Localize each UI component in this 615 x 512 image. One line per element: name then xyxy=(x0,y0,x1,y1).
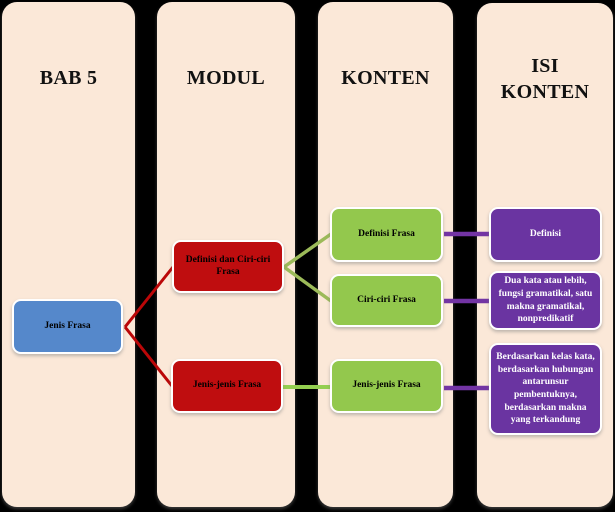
node-isi-definisi: Definisi xyxy=(489,207,602,262)
node-isi-jenis: Berdasarkan kelas kata, berdasarkan hubu… xyxy=(489,343,602,435)
column-header-konten: KONTEN xyxy=(341,67,430,89)
node-label: Dua kata atau lebih, fungsi gramatikal, … xyxy=(498,276,593,325)
column-header-isi-konten: ISI KONTEN xyxy=(500,55,590,103)
node-label: Jenis-jenis Frasa xyxy=(352,380,421,391)
node-label: Berdasarkan kelas kata, berdasarkan hubu… xyxy=(496,352,595,426)
column-bab5: BAB 5 xyxy=(2,2,135,507)
node-label: Definisi dan Ciri-ciri Frasa xyxy=(185,255,271,277)
column-header-bab5: BAB 5 xyxy=(39,67,98,89)
node-definisi-frasa: Definisi Frasa xyxy=(330,207,443,262)
node-ciri-ciri-frasa: Ciri-ciri Frasa xyxy=(330,274,443,327)
node-definisi-dan-ciri-ciri-frasa: Definisi dan Ciri-ciri Frasa xyxy=(172,240,284,293)
node-label: Ciri-ciri Frasa xyxy=(357,294,416,305)
column-header-modul: MODUL xyxy=(186,67,266,89)
node-label: Jenis Frasa xyxy=(44,320,91,331)
node-jenis-frasa: Jenis Frasa xyxy=(12,299,123,354)
node-jenis-jenis-frasa-modul: Jenis-jenis Frasa xyxy=(171,359,283,413)
node-label: Jenis-jenis Frasa xyxy=(192,380,262,391)
node-isi-ciri: Dua kata atau lebih, fungsi gramatikal, … xyxy=(489,271,602,330)
node-jenis-jenis-frasa-konten: Jenis-jenis Frasa xyxy=(330,359,443,413)
node-label: Definisi Frasa xyxy=(358,228,415,239)
node-label: Definisi xyxy=(529,229,562,240)
